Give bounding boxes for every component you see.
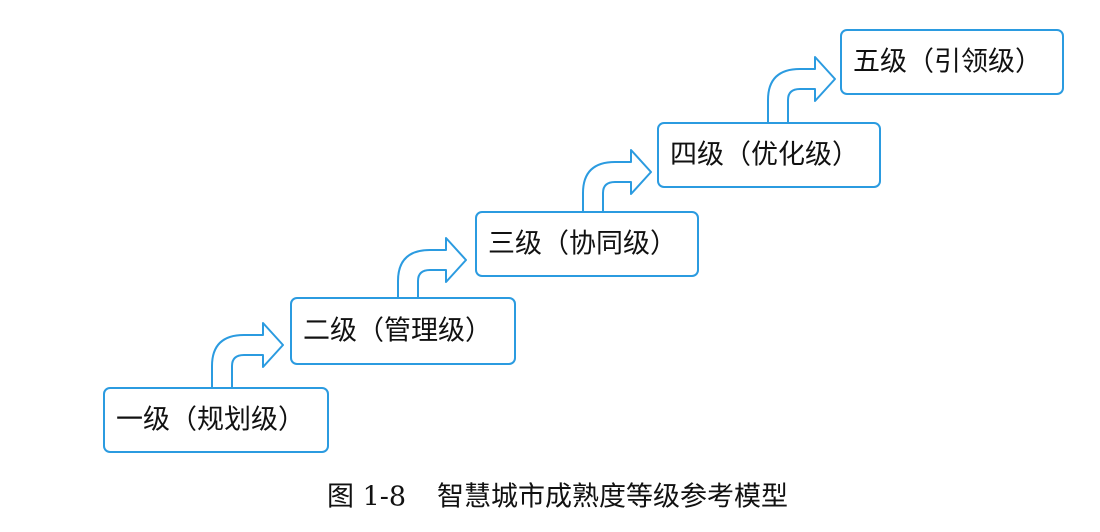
arrow-level-4-to-5 xyxy=(767,56,836,124)
level-box-5: 五级（引领级） xyxy=(840,29,1064,95)
level-box-3: 三级（协同级） xyxy=(475,211,699,277)
level-label-4: 四级（优化级） xyxy=(670,140,859,171)
level-box-4: 四级（优化级） xyxy=(657,122,881,188)
level-label-3: 三级（协同级） xyxy=(488,229,677,260)
level-box-1: 一级（规划级） xyxy=(103,387,329,453)
figure-number: 图 1-8 xyxy=(327,482,406,513)
level-label-2: 二级（管理级） xyxy=(303,316,492,347)
arrow-level-1-to-2 xyxy=(211,322,284,389)
arrow-level-3-to-4 xyxy=(582,149,652,213)
figure-title: 智慧城市成熟度等级参考模型 xyxy=(437,482,788,513)
level-box-2: 二级（管理级） xyxy=(290,297,516,365)
level-label-1: 一级（规划级） xyxy=(116,405,305,436)
arrow-level-2-to-3 xyxy=(397,237,467,299)
level-label-5: 五级（引领级） xyxy=(853,47,1042,78)
